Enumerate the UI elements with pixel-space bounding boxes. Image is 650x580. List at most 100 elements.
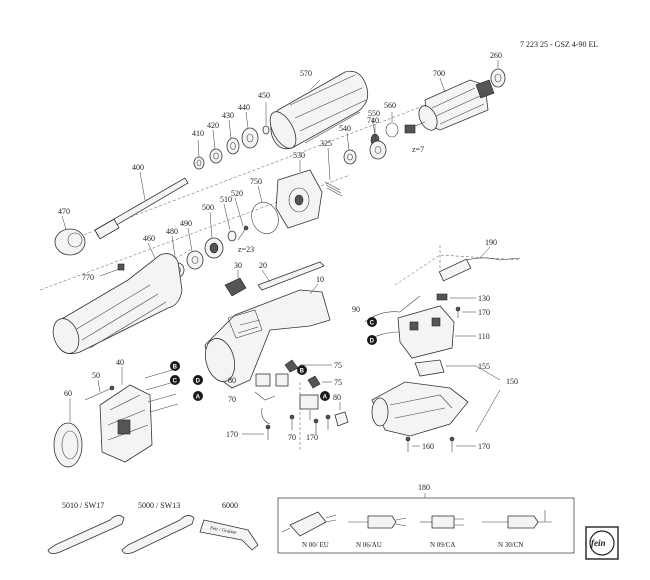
label-550: 550 (368, 109, 380, 118)
part-75-clip-a (284, 359, 299, 373)
part-520-screw (237, 225, 249, 241)
part-540-ring (343, 149, 357, 165)
plug-label-n06: N 06/AU (356, 541, 382, 549)
label-170-a: 170 (478, 308, 490, 317)
part-700-armature (404, 79, 495, 134)
label-490: 490 (180, 219, 192, 228)
part-750-seal-ring (251, 202, 279, 234)
plug-n09-ca (420, 515, 464, 529)
svg-text:D: D (370, 338, 375, 344)
svg-text:A: A (323, 394, 328, 400)
part-410-ring (193, 156, 205, 170)
label-510: 510 (220, 195, 232, 204)
part-450-ring (262, 125, 270, 135)
part-40-field (99, 384, 153, 463)
plug-n06-au (348, 515, 407, 529)
label-z23: z=23 (238, 245, 254, 254)
fein-logo: fein (585, 526, 619, 560)
label-75-b: 75 (334, 378, 342, 387)
label-190: 190 (485, 238, 497, 247)
label-420: 420 (207, 121, 219, 130)
plug-label-n30: N 30/CN (498, 541, 523, 549)
grease-tube-label: Fett / Graisse (210, 526, 238, 536)
part-430-washer (226, 137, 240, 155)
svg-text:C: C (173, 378, 178, 384)
part-170-screw-a (455, 306, 461, 318)
part-490-bearing (186, 250, 204, 270)
part-155-insulation (414, 359, 445, 377)
part-420-washer (209, 148, 223, 164)
label-470: 470 (58, 207, 70, 216)
part-20-switch-rod (257, 261, 325, 291)
plug-label-n09: N 09/CA (430, 541, 455, 549)
part-110-electronics (397, 305, 455, 359)
document-reference: 7 223 25 - GSZ 4-90 EL (520, 40, 598, 49)
badge-b-2: B (297, 365, 307, 375)
tool-6000-grease-tube: Fett / Graisse (199, 519, 259, 551)
label-155: 155 (478, 362, 490, 371)
part-70-screw-b (289, 414, 295, 430)
label-70-a: 70 (228, 395, 236, 404)
label-770: 770 (82, 273, 94, 282)
svg-text:C: C (370, 320, 375, 326)
svg-text:fein: fein (591, 538, 606, 548)
svg-text:D: D (196, 378, 201, 384)
plug-n30-cn (482, 510, 552, 529)
part-570-motor-housing-tube (269, 70, 369, 150)
plug-n00-eu (281, 511, 337, 537)
part-560-ring (385, 122, 399, 138)
label-z7: z=7 (412, 145, 424, 154)
part-170-screw-e (449, 436, 455, 452)
part-470-collet-nut (54, 228, 86, 256)
part-150-cover (371, 381, 469, 437)
part-80-switch-a (255, 373, 271, 387)
badge-d-2: D (367, 335, 377, 345)
part-260-bearing (490, 68, 506, 88)
part-80-spring-b (334, 411, 349, 427)
part-460-gear-housing (52, 253, 183, 355)
part-10-motor-housing (204, 289, 331, 389)
label-90: 90 (352, 305, 360, 314)
svg-text:B: B (173, 364, 178, 370)
label-750: 750 (250, 177, 262, 186)
label-260: 260 (490, 51, 502, 60)
label-75-a: 75 (334, 361, 342, 370)
svg-text:B: B (300, 368, 305, 374)
badge-a-1: A (193, 391, 203, 401)
badge-a-2: A (320, 391, 330, 401)
label-5010: 5010 / SW17 (62, 501, 104, 510)
label-80-a: 80 (228, 376, 236, 385)
plug-label-n00: N 00/ EU (302, 541, 329, 549)
label-530: 530 (293, 151, 305, 160)
part-170-screw-c (265, 424, 271, 440)
label-170-e: 170 (478, 442, 490, 451)
part-770-screw (99, 263, 125, 277)
label-170-c: 170 (306, 433, 318, 442)
part-530-bearing-flange (275, 169, 323, 229)
part-170-screw-d (313, 418, 319, 434)
label-540: 540 (339, 124, 351, 133)
label-160: 160 (422, 442, 434, 451)
label-110: 110 (478, 332, 490, 341)
label-325: 325 (320, 139, 332, 148)
badge-b-1: B (170, 361, 180, 371)
part-160-screw (405, 436, 411, 452)
label-180: 180 (418, 483, 430, 492)
part-510-washer (227, 230, 237, 242)
label-450: 450 (258, 91, 270, 100)
label-30: 30 (234, 261, 242, 270)
plug-variants-box (277, 497, 575, 554)
label-400: 400 (132, 163, 144, 172)
badge-c-1: C (170, 375, 180, 385)
tool-5010-wrench (47, 515, 125, 554)
part-440-bearing (241, 127, 259, 149)
label-80-b: 80 (333, 393, 341, 402)
badge-d-1: D (193, 375, 203, 385)
part-75-clip-b (307, 375, 321, 389)
label-150: 150 (506, 377, 518, 386)
label-430: 430 (222, 111, 234, 120)
label-40: 40 (116, 358, 124, 367)
label-480: 480 (166, 227, 178, 236)
label-460: 460 (143, 234, 155, 243)
label-440: 440 (238, 103, 250, 112)
